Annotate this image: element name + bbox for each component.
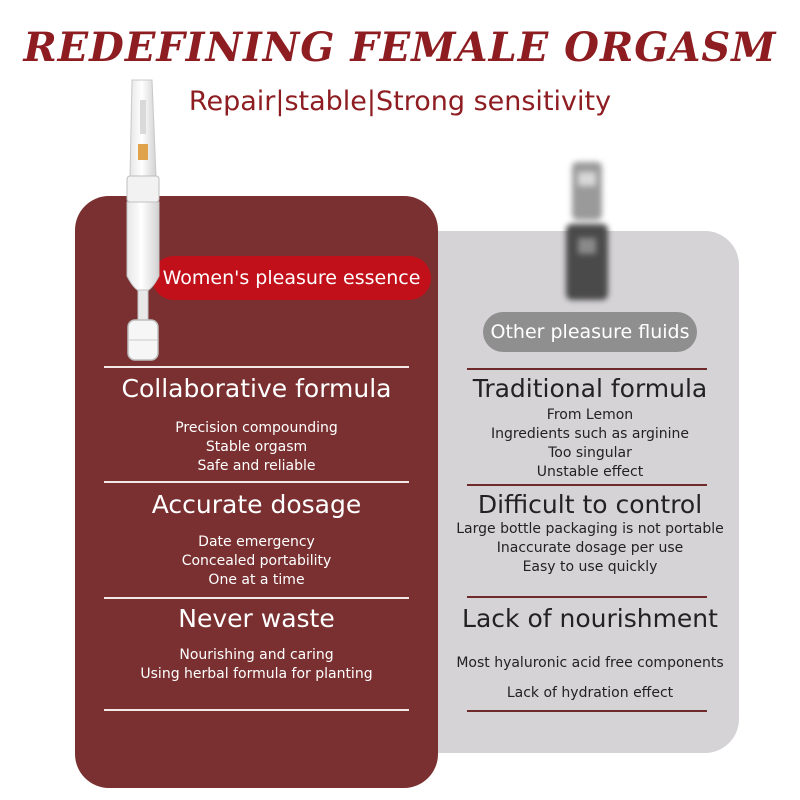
section-heading: Traditional formula <box>472 374 708 403</box>
section-details: Nourishing and caring Using herbal formu… <box>75 646 438 684</box>
section-details: Date emergency Concealed portability One… <box>75 533 438 590</box>
detail-line: Stable orgasm <box>205 439 308 455</box>
section-heading: Difficult to control <box>477 490 703 519</box>
section-details: Most hyaluronic acid free components Lac… <box>430 648 750 708</box>
detail-line: Easy to use quickly <box>522 559 658 575</box>
detail-line: One at a time <box>208 572 305 588</box>
divider <box>104 366 409 368</box>
section-details: From Lemon Ingredients such as arginine … <box>430 406 750 482</box>
section-details: Precision compounding Stable orgasm Safe… <box>75 419 438 476</box>
detail-line: Precision compounding <box>175 420 338 436</box>
essence-label-pill: Women's pleasure essence <box>152 256 431 300</box>
detail-line: Using herbal formula for planting <box>140 666 373 682</box>
divider <box>104 709 409 711</box>
page-subtitle: Repair|stable|Strong sensitivity <box>188 86 612 117</box>
divider <box>104 597 409 599</box>
section-details: Large bottle packaging is not portable I… <box>430 520 750 577</box>
section-heading: Accurate dosage <box>151 490 362 519</box>
detail-line: Concealed portability <box>181 553 332 569</box>
detail-line: From Lemon <box>546 407 634 423</box>
section-heading: Lack of nourishment <box>462 604 718 633</box>
ampoule-icon <box>126 79 160 361</box>
detail-line: Lack of hydration effect <box>506 685 674 701</box>
detail-line: Nourishing and caring <box>179 647 334 663</box>
divider <box>467 368 707 370</box>
section-heading: Never waste <box>178 604 335 633</box>
detail-line: Large bottle packaging is not portable <box>456 521 724 537</box>
divider <box>467 484 707 486</box>
detail-line: Ingredients such as arginine <box>490 426 690 442</box>
divider <box>467 596 707 598</box>
detail-line: Most hyaluronic acid free components <box>456 655 724 671</box>
divider <box>467 710 707 712</box>
bottle-icon <box>566 162 608 300</box>
detail-line: Safe and reliable <box>197 458 316 474</box>
detail-line: Inaccurate dosage per use <box>496 540 684 556</box>
divider <box>104 481 409 483</box>
detail-line: Date emergency <box>198 534 315 550</box>
section-heading: Collaborative formula <box>121 374 392 403</box>
other-product-label-pill: Other pleasure fluids <box>483 312 697 352</box>
detail-line: Unstable effect <box>536 464 644 480</box>
detail-line: Too singular <box>548 445 632 461</box>
page-title: REDEFINING FEMALE ORGASM <box>23 24 777 71</box>
